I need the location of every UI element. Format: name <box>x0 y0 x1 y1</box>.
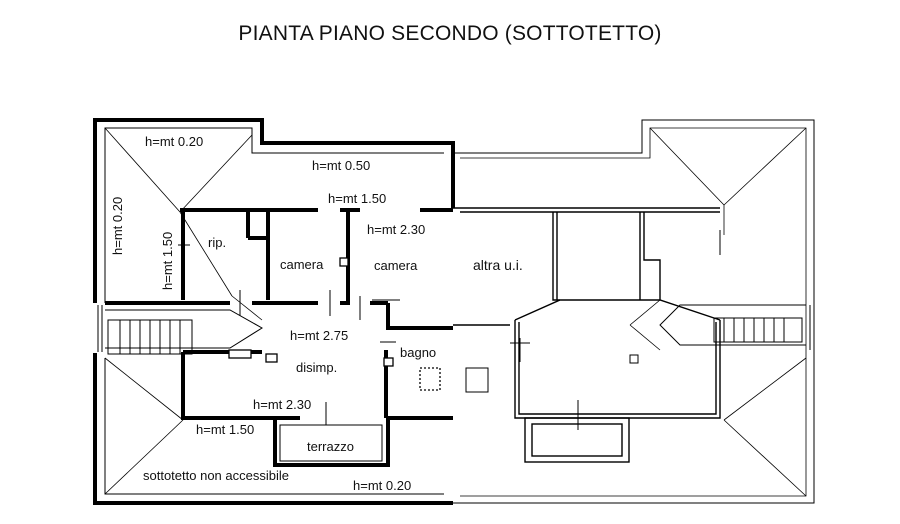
room-label: bagno <box>400 345 436 360</box>
height-label: h=mt 0.20 <box>353 478 411 493</box>
right-staircase <box>659 304 811 350</box>
right-roof-lines <box>629 127 807 497</box>
room-label: rip. <box>208 235 226 250</box>
outer-wall <box>93 118 455 303</box>
height-label: h=mt 2.75 <box>290 328 348 343</box>
plan-title: PIANTA PIANO SECONDO (SOTTOTETTO) <box>238 22 662 45</box>
terrazzo-outline <box>279 424 383 462</box>
room-label: altra u.i. <box>473 257 523 273</box>
height-label: h=mt 1.50 <box>160 232 175 290</box>
room-label: camera <box>280 257 324 272</box>
roof-lines <box>104 127 263 495</box>
right-walls <box>453 207 721 463</box>
room-label: camera <box>374 258 418 273</box>
right-fixtures <box>465 230 721 430</box>
inner-outline <box>104 127 444 303</box>
room-label: sottotetto non accessibile <box>143 468 289 483</box>
room-label: disimp. <box>296 360 337 375</box>
height-label: h=mt 2.30 <box>253 397 311 412</box>
left-staircase <box>97 305 263 355</box>
height-label: h=mt 2.30 <box>367 222 425 237</box>
labels: h=mt 0.20 h=mt 0.50 h=mt 1.50 h=mt 2.30 … <box>110 134 523 493</box>
upper-walls <box>105 208 453 330</box>
height-label: h=mt 0.20 <box>145 134 203 149</box>
right-outline <box>453 119 815 504</box>
room-label: terrazzo <box>307 439 354 454</box>
right-outline-inner <box>460 127 807 497</box>
height-label: h=mt 0.20 <box>110 197 125 255</box>
fixtures <box>228 257 441 391</box>
height-label: h=mt 1.50 <box>328 191 386 206</box>
height-label: h=mt 0.50 <box>312 158 370 173</box>
door-ticks <box>178 244 400 425</box>
left-unit <box>93 118 455 505</box>
outer-wall-bottom <box>93 353 453 505</box>
right-unit <box>453 119 815 504</box>
height-label: h=mt 1.50 <box>196 422 254 437</box>
